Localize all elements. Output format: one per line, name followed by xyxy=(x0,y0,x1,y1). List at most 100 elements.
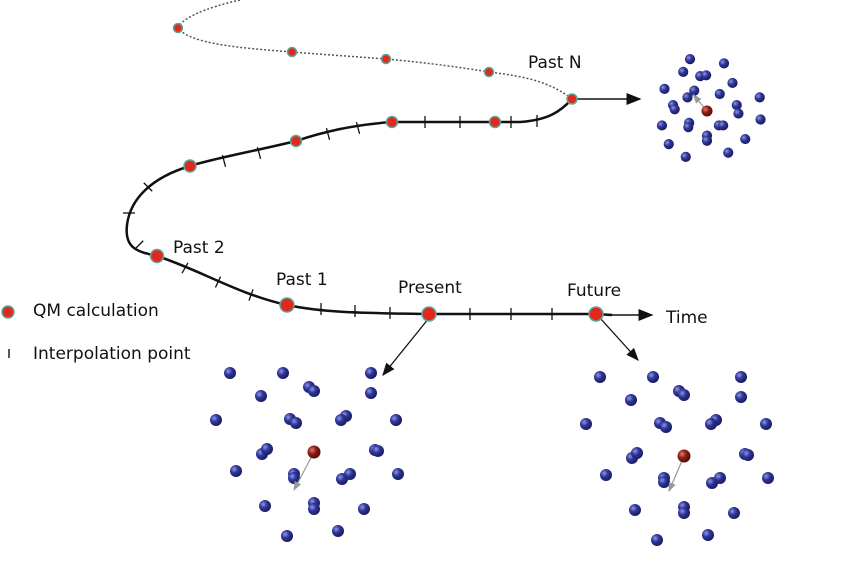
atom xyxy=(290,417,302,429)
atom xyxy=(392,468,404,480)
interpolation-tick xyxy=(134,240,144,250)
atom xyxy=(600,469,612,481)
qm-calculation-point xyxy=(172,22,184,34)
present-atom-cluster xyxy=(210,367,404,542)
interpolation-tick xyxy=(143,182,153,192)
label-past-2: Past 2 xyxy=(173,238,225,258)
atom xyxy=(678,389,690,401)
qm-calculation-point xyxy=(289,134,303,148)
atom xyxy=(332,525,344,537)
atom xyxy=(733,108,744,119)
atom xyxy=(723,147,734,158)
atom xyxy=(678,507,690,519)
qm-calculation-point xyxy=(421,306,437,322)
atom xyxy=(760,418,772,430)
atom xyxy=(259,500,271,512)
atom xyxy=(365,367,377,379)
atom xyxy=(658,476,670,488)
present-arrow xyxy=(382,317,430,377)
past-n-atom-cluster xyxy=(656,54,766,162)
central-atom xyxy=(307,445,321,459)
future-atom-cluster xyxy=(580,371,774,546)
atom xyxy=(678,66,689,77)
past-trajectory-dotted xyxy=(177,0,573,100)
atom xyxy=(281,530,293,542)
label-future: Future xyxy=(567,281,622,301)
atom xyxy=(277,367,289,379)
atom xyxy=(261,443,273,455)
atom xyxy=(728,507,740,519)
atom xyxy=(390,414,402,426)
atom xyxy=(210,414,222,426)
central-atom xyxy=(677,449,691,463)
label-past-n: Past N xyxy=(528,53,582,73)
qm-calculation-point xyxy=(483,66,495,78)
atom xyxy=(308,385,320,397)
label-time: Time xyxy=(666,308,708,328)
label-past-1: Past 1 xyxy=(276,270,328,290)
future-arrow xyxy=(599,317,639,361)
qm-calculation-point xyxy=(286,46,298,58)
atom xyxy=(682,92,693,103)
interpolation-tick xyxy=(214,276,222,288)
atom xyxy=(647,371,659,383)
atom xyxy=(372,445,384,457)
atom xyxy=(684,54,696,65)
atom xyxy=(344,468,356,480)
trajectory-solid xyxy=(125,98,613,317)
interpolation-tick xyxy=(248,289,254,301)
qm-calculation-point xyxy=(566,93,578,105)
atom xyxy=(742,449,754,461)
label-present: Present xyxy=(398,278,462,298)
interpolation-ticks xyxy=(123,115,553,320)
atom xyxy=(308,503,320,515)
atom xyxy=(689,85,700,96)
atom xyxy=(651,534,663,546)
atom xyxy=(762,472,774,484)
interpolation-tick xyxy=(181,262,189,274)
legend-qm-calculation: QM calculation xyxy=(33,301,159,321)
atom xyxy=(659,83,670,94)
atom xyxy=(683,122,694,133)
atom xyxy=(701,70,712,81)
atom xyxy=(365,387,377,399)
atom xyxy=(669,104,680,115)
qm-calculation-point xyxy=(385,115,399,129)
atom xyxy=(705,418,717,430)
qm-calculation-point xyxy=(380,53,392,65)
atom xyxy=(718,58,730,69)
interpolation-tick xyxy=(256,147,262,159)
atom xyxy=(656,120,668,131)
qm-calculation-point xyxy=(279,297,295,313)
atom xyxy=(718,120,729,131)
qm-calculation-point xyxy=(488,115,502,129)
legend-qm-marker xyxy=(1,305,15,319)
interpolation-tick xyxy=(325,128,331,140)
qm-calculation-points xyxy=(149,22,604,322)
atom xyxy=(714,88,725,100)
qm-calculation-point xyxy=(149,248,165,264)
atom xyxy=(735,391,747,403)
atom xyxy=(754,92,765,103)
atom xyxy=(755,114,766,125)
interpolation-tick xyxy=(221,155,227,167)
qm-calculation-point xyxy=(183,159,197,173)
atom xyxy=(631,447,643,459)
atom xyxy=(224,367,236,379)
atom xyxy=(625,394,637,406)
atom xyxy=(702,529,714,541)
atom xyxy=(663,139,674,150)
atom xyxy=(735,371,747,383)
atom-clusters xyxy=(210,54,774,546)
qm-calculation-point xyxy=(588,306,604,322)
atom xyxy=(660,421,672,433)
atom xyxy=(335,414,347,426)
atom xyxy=(731,99,742,111)
atom xyxy=(714,472,726,484)
atom xyxy=(701,135,713,146)
atom xyxy=(230,465,242,477)
atom xyxy=(740,133,751,145)
atom xyxy=(680,151,691,162)
atom xyxy=(594,371,606,383)
central-atom xyxy=(701,105,713,117)
